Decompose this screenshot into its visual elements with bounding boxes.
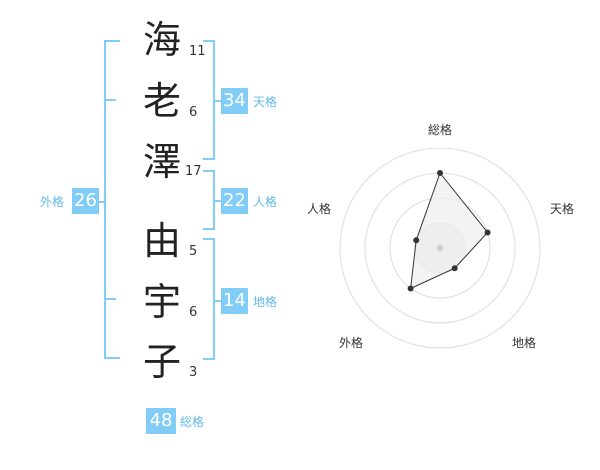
axis-label-chikaku: 地格 (512, 335, 536, 350)
axis-label-soukaku: 総格 (428, 122, 452, 137)
radar-point-3 (451, 265, 458, 272)
surname-char-2: 老 (142, 79, 181, 123)
jinkaku-bracket-bottom (203, 228, 215, 230)
radar-point-1 (437, 170, 443, 176)
tenkaku-bracket-connector (214, 100, 222, 102)
chikaku-label: 地格 (253, 295, 278, 309)
surname-strokes-3: 17 (185, 164, 202, 179)
given-char-1: 由 (142, 219, 181, 263)
chikaku-bracket-connector (214, 300, 222, 302)
gaikaku-bracket-connector (98, 201, 105, 203)
gaikaku-bracket-top (104, 40, 120, 42)
jinkaku-label: 人格 (253, 195, 278, 209)
soukaku-value: 48 (146, 408, 176, 434)
radar-polygon (410, 171, 489, 290)
given-char-2: 宇 (142, 280, 181, 324)
tenkaku-value: 34 (221, 88, 248, 114)
surname-char-1: 海 (142, 18, 181, 62)
chikaku-bracket-bottom (203, 358, 215, 360)
jinkaku-bracket-top (203, 170, 215, 172)
axis-label-tenkaku: 天格 (550, 201, 574, 216)
gaikaku-value: 26 (72, 188, 99, 214)
soukaku-label: 総格 (180, 415, 205, 429)
radar-point-5 (413, 237, 420, 244)
axis-label-gaikaku: 外格 (339, 335, 363, 350)
given-strokes-2: 6 (189, 305, 198, 320)
surname-strokes-2: 6 (189, 105, 198, 120)
jinkaku-value: 22 (221, 188, 248, 214)
given-char-3: 子 (142, 340, 181, 384)
radar-center-dot (437, 245, 443, 251)
chikaku-value: 14 (221, 288, 248, 314)
tenkaku-bracket-top (203, 40, 215, 42)
tenkaku-label: 天格 (253, 95, 278, 109)
gaikaku-bracket-tick-2 (104, 298, 116, 300)
surname-char-3: 澤 (142, 140, 181, 184)
radar-ring-4 (339, 147, 541, 349)
gaikaku-bracket-bottom (104, 357, 120, 359)
jinkaku-bracket-connector (214, 200, 222, 202)
axis-label-jinkaku: 人格 (307, 201, 331, 216)
tenkaku-bracket-bottom (203, 158, 215, 160)
radar-point-4 (407, 285, 414, 292)
chikaku-bracket-top (203, 238, 215, 240)
gaikaku-bracket-tick-1 (104, 99, 116, 101)
gaikaku-label: 外格 (40, 195, 65, 209)
gaikaku-bracket-vertical (104, 40, 106, 358)
radar-point-2 (484, 229, 491, 236)
surname-strokes-1: 11 (189, 44, 206, 59)
given-strokes-1: 5 (189, 244, 198, 259)
chikaku-bracket-vertical (213, 238, 215, 360)
given-strokes-3: 3 (189, 365, 198, 380)
